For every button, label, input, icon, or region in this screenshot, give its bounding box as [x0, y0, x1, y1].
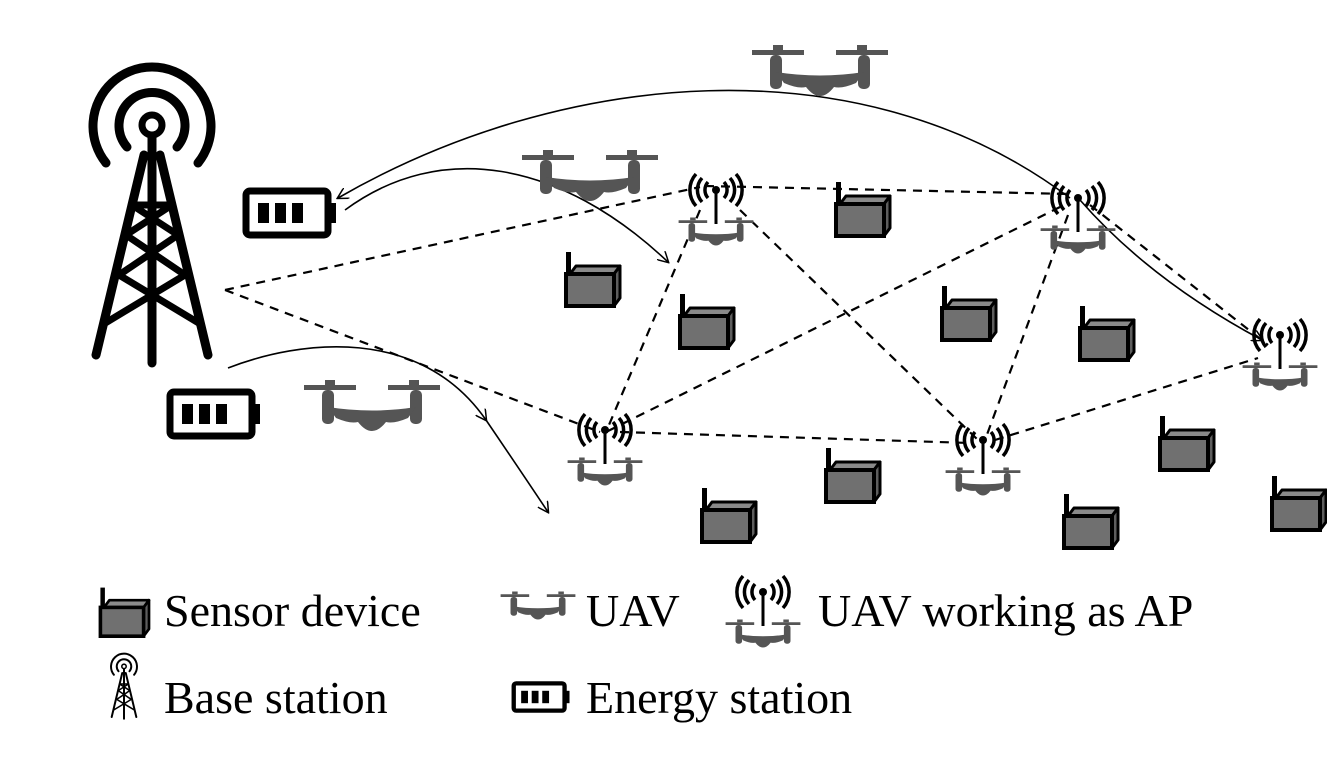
link-ap1-ap5: [739, 209, 979, 441]
sensor-device-icon: [1062, 492, 1120, 550]
sensor-device-icon: [1078, 304, 1136, 362]
dashed-links: [224, 184, 1269, 445]
legend: Sensor device UAV UAV working as AP Base…: [98, 576, 1193, 723]
uav-ap-icon: [1041, 182, 1116, 254]
link-ap4-ap5: [619, 430, 971, 445]
uav-trajectories: [227, 89, 1262, 512]
arrow-energy-bottom-to-field: [485, 419, 548, 512]
uav-ap-icon: [946, 424, 1021, 496]
legend-uav-icon: [500, 591, 576, 620]
sensor-device-icon: [700, 486, 758, 544]
legend-base-station-label: Base station: [164, 672, 388, 723]
uav-ap-icon: [1243, 319, 1318, 391]
link-ap2-ap4: [605, 206, 1061, 433]
energy-station-icon: [170, 392, 260, 436]
sensor-device-icon: [1270, 474, 1327, 532]
legend-sensor-label: Sensor device: [164, 585, 421, 636]
sensor-device-icon: [824, 446, 882, 504]
base-station-icon: [93, 67, 211, 363]
arrow-energy-top-to-ap1: [344, 167, 668, 262]
sensor-device-icon: [564, 250, 622, 308]
uav-ap-icon: [679, 174, 754, 246]
sensor-device-icon: [940, 284, 998, 342]
sensor-device-icon: [678, 292, 736, 350]
legend-uav-ap-label: UAV working as AP: [818, 585, 1193, 636]
legend-uav-label: UAV: [586, 585, 680, 636]
uav-icon: [304, 380, 440, 431]
arrow-ap2-to-energy-top: [338, 89, 1071, 198]
arrow-to-energy-bottom: [227, 346, 486, 420]
uav-icon: [752, 45, 888, 96]
legend-energy-station-label: Energy station: [586, 672, 852, 723]
legend-energy-station-icon: [514, 683, 570, 710]
link-ap1-ap2: [704, 184, 1071, 196]
uav-icon: [522, 150, 658, 201]
legend-uav-ap-icon: [726, 576, 801, 648]
link-ap2-ap3: [1089, 204, 1269, 346]
link-ap2-ap5: [983, 214, 1070, 441]
legend-base-station-icon: [110, 652, 138, 720]
link-ap5-ap3: [994, 356, 1259, 442]
link-bs-ap1: [224, 185, 701, 292]
sensor-device-icon: [1158, 414, 1216, 472]
link-ap1-ap4: [604, 209, 702, 433]
uav-ap-icon: [568, 414, 643, 486]
energy-station-icon: [246, 191, 336, 235]
arrow-ap2-to-ap3: [1079, 199, 1262, 340]
legend-sensor-icon: [98, 585, 151, 639]
